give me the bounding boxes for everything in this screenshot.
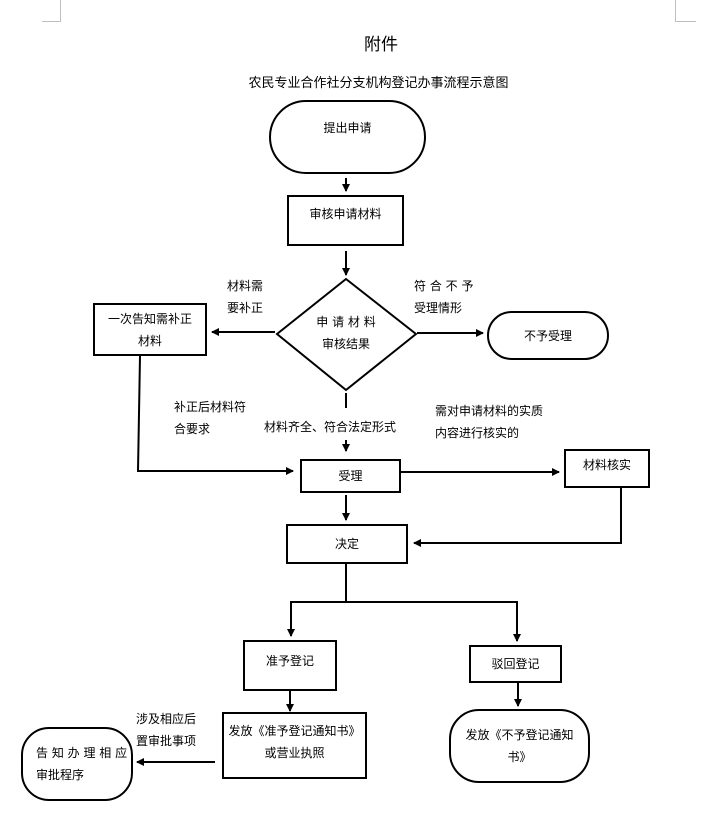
node-accept-label: 受理 <box>338 469 363 483</box>
arrow-correction-to-accept <box>136 355 294 475</box>
arrow-branch-to-reject <box>346 601 521 642</box>
node-review-result-label-1: 申 请 材 料 <box>316 315 376 329</box>
edge-label-not-accept: 符 合 不 予 受理情形 <box>414 275 473 319</box>
attachment-label: 附件 <box>364 35 398 55</box>
node-decision-label: 决定 <box>334 537 359 551</box>
node-issue-license: 发放《准予登记通知书》 或营业执照 <box>222 712 367 779</box>
edge-label-not-accept-2: 受理情形 <box>414 301 463 315</box>
page-corner-mark-top-right <box>675 0 696 22</box>
node-issue-license-label-1: 发放《准予登记通知书》 <box>228 724 361 738</box>
node-verify-materials: 材料核实 <box>564 449 650 488</box>
node-review-materials: 审核申请材料 <box>287 195 404 246</box>
node-notify-correction: 一次告知需补正 材料 <box>93 303 207 356</box>
node-reject-registration-label: 驳回登记 <box>491 657 540 671</box>
edge-label-needs-correction-1: 材料需 <box>227 279 264 293</box>
node-review-materials-label: 审核申请材料 <box>309 207 382 221</box>
page-corner-mark-top-left <box>42 0 61 22</box>
edge-label-post-approval-1: 涉及相应后 <box>136 712 197 726</box>
edge-label-corrected-1: 补正后材料符 <box>174 400 247 414</box>
node-notify-correction-label-2: 材料 <box>137 333 162 348</box>
node-approve-registration: 准予登记 <box>243 640 337 691</box>
edge-label-needs-correction: 材料需 要补正 <box>227 275 263 319</box>
node-notify-approval-procedure: 告 知 办 理 相 应 审批程序 <box>21 727 133 801</box>
edge-label-need-verify-1: 需对申请材料的实质 <box>435 404 544 418</box>
node-issue-rejection-notice-label-1: 发放《不予登记通知 <box>465 728 574 742</box>
edge-label-corrected-2: 合要求 <box>174 422 211 436</box>
node-issue-rejection-notice: 发放《不予登记通知 书》 <box>449 709 590 783</box>
edge-label-corrected: 补正后材料符 合要求 <box>174 396 246 440</box>
edge-label-not-accept-1: 符 合 不 予 <box>414 279 474 293</box>
review-result-diamond-shape <box>275 277 418 392</box>
edge-label-need-verify-2: 内容进行核实的 <box>435 426 520 440</box>
node-review-result-label-2: 审核结果 <box>321 337 370 351</box>
node-reject-acceptance-label: 不予受理 <box>523 328 572 343</box>
node-reject-registration: 驳回登记 <box>469 645 562 683</box>
arrow-branch-to-approve <box>287 601 346 637</box>
node-issue-rejection-notice-label-2: 书》 <box>507 750 532 764</box>
node-reject-acceptance: 不予受理 <box>487 311 609 360</box>
edge-label-needs-correction-2: 要补正 <box>227 301 264 315</box>
node-submit-application: 提出申请 <box>269 100 426 174</box>
edge-label-post-approval: 涉及相应后 置审批事项 <box>136 708 196 752</box>
node-notify-correction-label-1: 一次告知需补正 <box>107 311 192 326</box>
node-notify-approval-procedure-label-1: 告 知 办 理 相 应 <box>36 746 128 760</box>
arrow-verify-to-decision <box>413 488 622 547</box>
node-review-result: 申 请 材 料 审核结果 <box>300 310 392 356</box>
node-accept: 受理 <box>300 459 401 493</box>
node-issue-license-label-2: 或营业执照 <box>264 746 325 760</box>
edge-label-complete: 材料齐全、符合法定形式 <box>264 420 397 434</box>
node-verify-materials-label: 材料核实 <box>582 458 631 472</box>
node-submit-application-label: 提出申请 <box>323 121 372 135</box>
flowchart-title: 农民专业合作社分支机构登记办事流程示意图 <box>248 76 509 91</box>
edge-label-need-verify: 需对申请材料的实质 内容进行核实的 <box>435 400 543 444</box>
node-decision: 决定 <box>286 524 408 564</box>
node-approve-registration-label: 准予登记 <box>265 654 314 668</box>
edge-label-post-approval-2: 置审批事项 <box>136 734 197 748</box>
node-notify-approval-procedure-label-2: 审批程序 <box>36 768 85 782</box>
